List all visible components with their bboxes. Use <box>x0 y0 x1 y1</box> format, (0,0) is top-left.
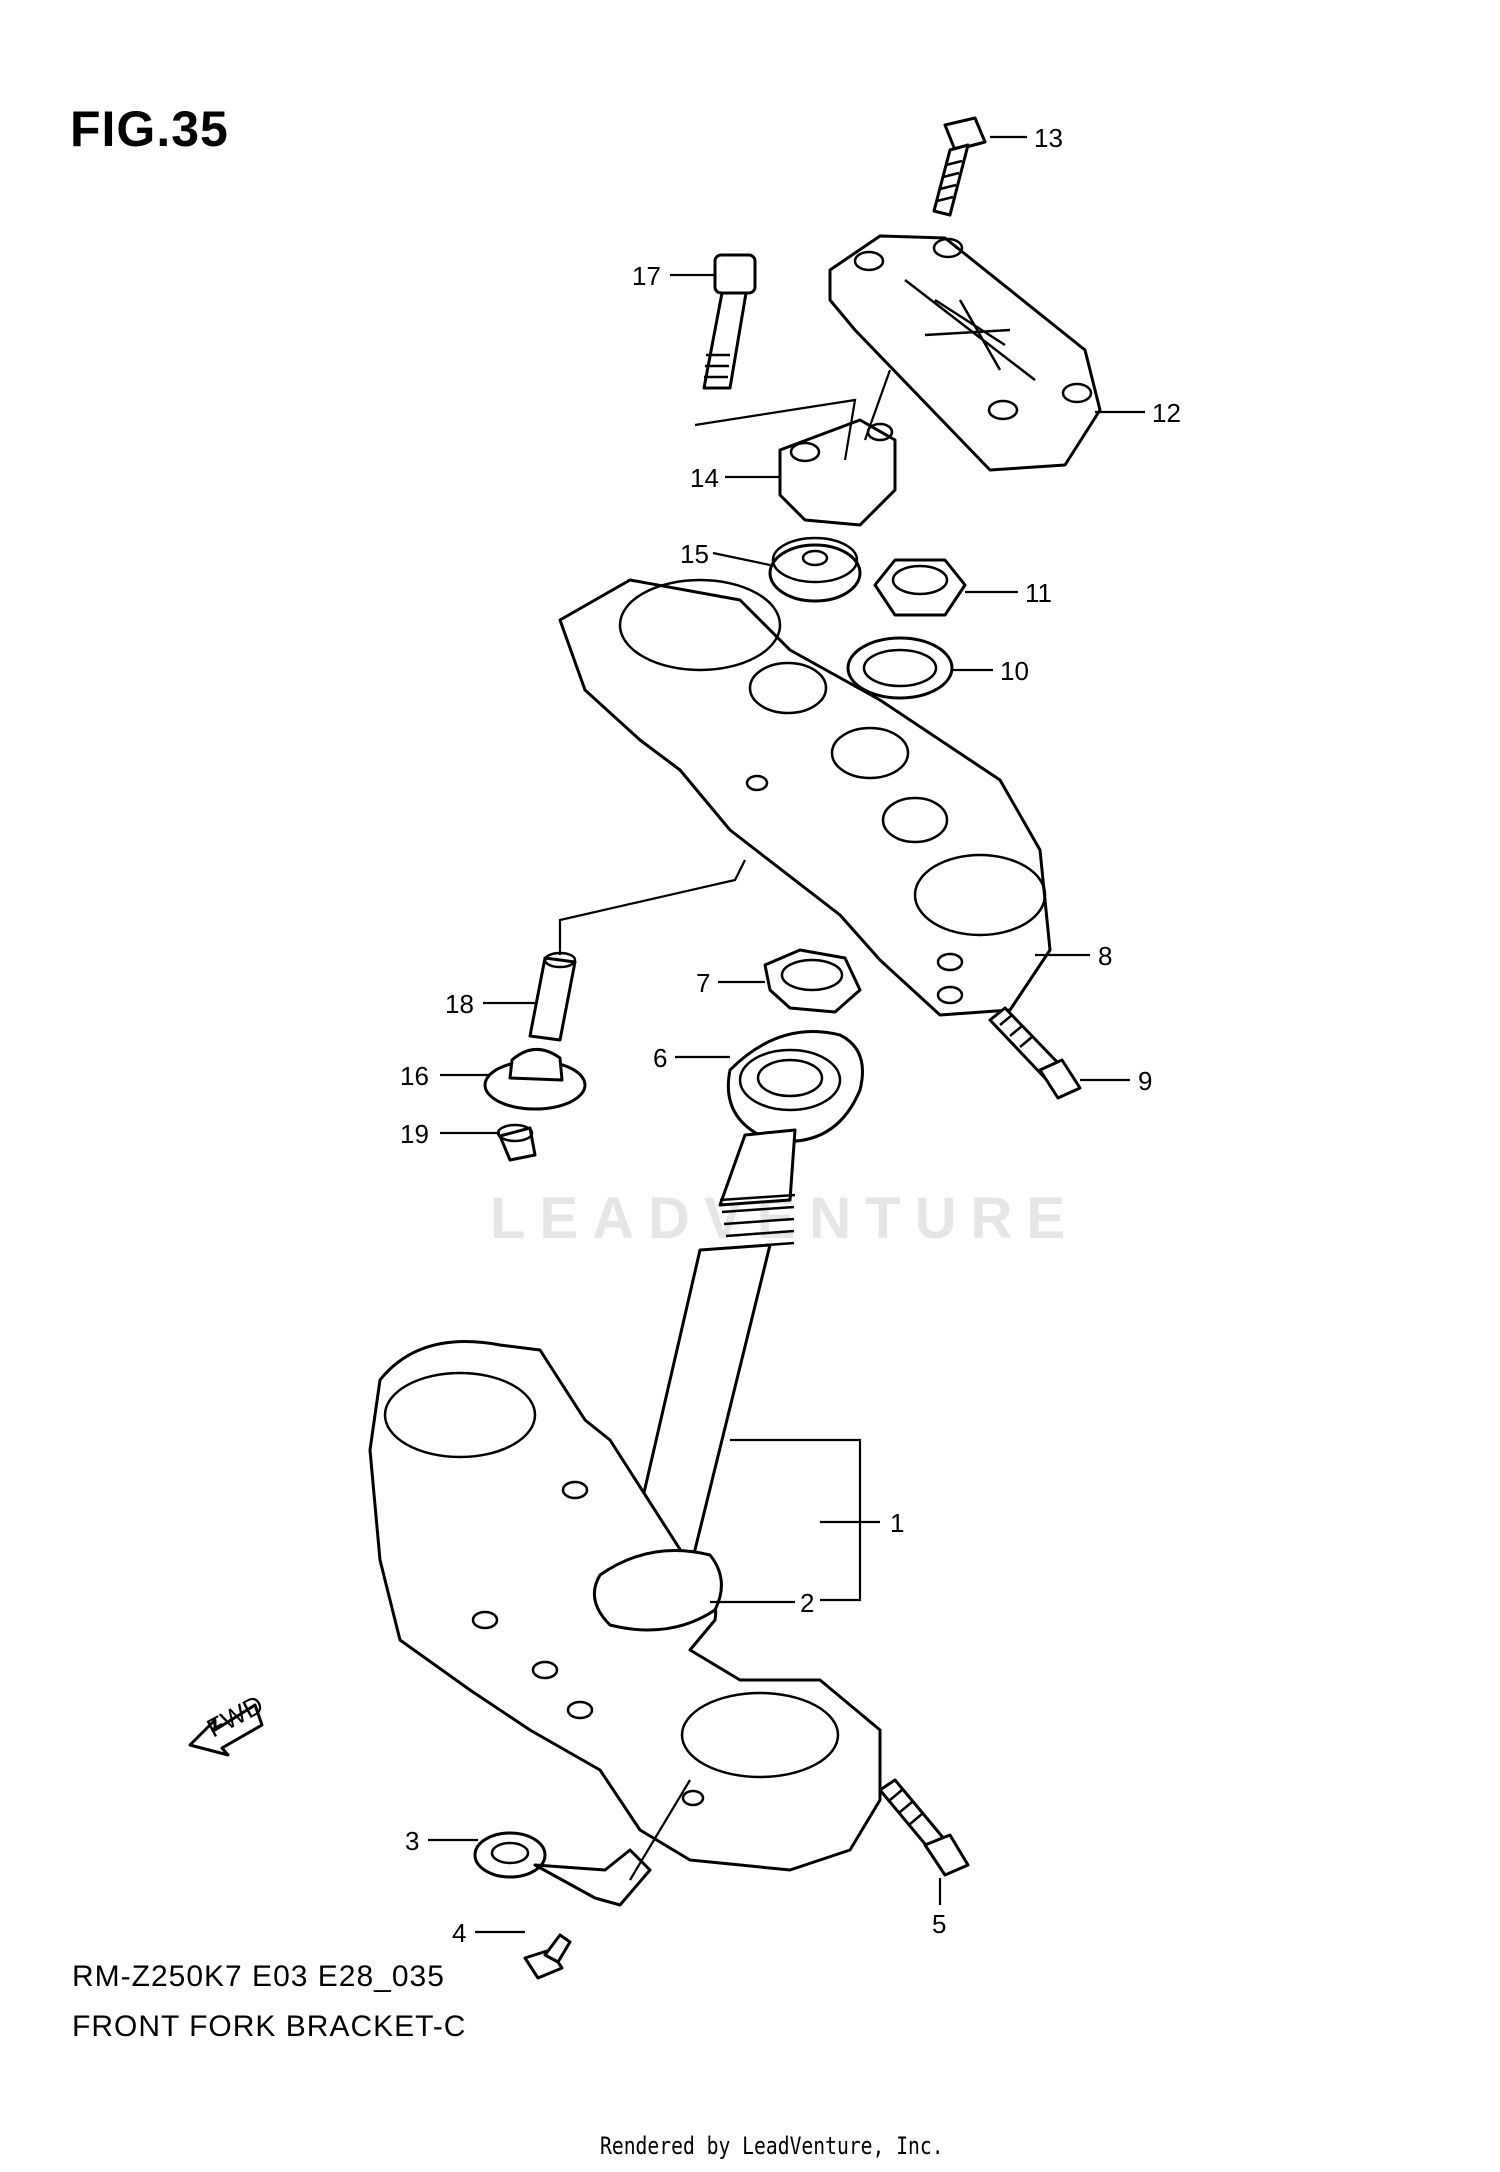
callout-7: 7 <box>696 968 710 998</box>
part-19-grommet <box>496 1123 537 1162</box>
fwd-arrow-icon <box>188 1703 264 1757</box>
callout-14: 14 <box>690 463 719 493</box>
part-10-washer <box>846 636 954 700</box>
callout-19: 19 <box>400 1119 429 1149</box>
part-4-bolt <box>523 1933 572 1980</box>
callout-1: 1 <box>890 1508 904 1538</box>
callout-11: 11 <box>1025 578 1052 608</box>
part-8-upper-bracket <box>558 578 1052 1017</box>
part-3-stay <box>473 1831 652 1907</box>
part-18-pin <box>528 951 577 1042</box>
callout-4: 4 <box>452 1918 466 1948</box>
part-6-bearing <box>726 1030 864 1143</box>
part-1-stem-lower-bracket <box>368 1128 882 1872</box>
callout-8: 8 <box>1098 941 1112 971</box>
part-13-bolt <box>932 116 987 217</box>
part-5-bolt <box>878 1778 970 1877</box>
callout-17: 17 <box>632 261 661 291</box>
callout-13: 13 <box>1034 123 1063 153</box>
callout-labels: 1 2 3 4 5 6 7 8 9 10 11 12 13 14 15 16 1… <box>202 123 1181 1948</box>
callout-2: 2 <box>800 1588 814 1618</box>
part-15-damper <box>768 536 862 603</box>
part-7-ring-nut <box>763 948 862 1014</box>
callout-leaders <box>428 135 1145 1934</box>
callout-9: 9 <box>1138 1066 1152 1096</box>
figure-title: FIG.35 <box>70 101 229 157</box>
callout-5: 5 <box>932 1909 946 1939</box>
callout-10: 10 <box>1000 656 1029 686</box>
figure-name: FRONT FORK BRACKET-C <box>72 2010 467 2043</box>
part-9-bolt <box>988 1006 1082 1100</box>
part-11-stem-nut <box>873 558 967 617</box>
part-16-rubber <box>483 1048 587 1111</box>
callout-16: 16 <box>400 1061 429 1091</box>
render-note: Rendered by LeadVenture, Inc. <box>600 2132 944 2160</box>
callout-18: 18 <box>445 989 474 1019</box>
part-14-holder-lower <box>778 418 897 527</box>
part-12-handlebar-holder <box>828 234 1102 472</box>
callout-12: 12 <box>1152 398 1181 428</box>
model-code: RM-Z250K7 E03 E28_035 <box>72 1960 445 1993</box>
callout-3: 3 <box>405 1826 419 1856</box>
callout-15: 15 <box>680 539 709 569</box>
callout-6: 6 <box>653 1043 667 1073</box>
